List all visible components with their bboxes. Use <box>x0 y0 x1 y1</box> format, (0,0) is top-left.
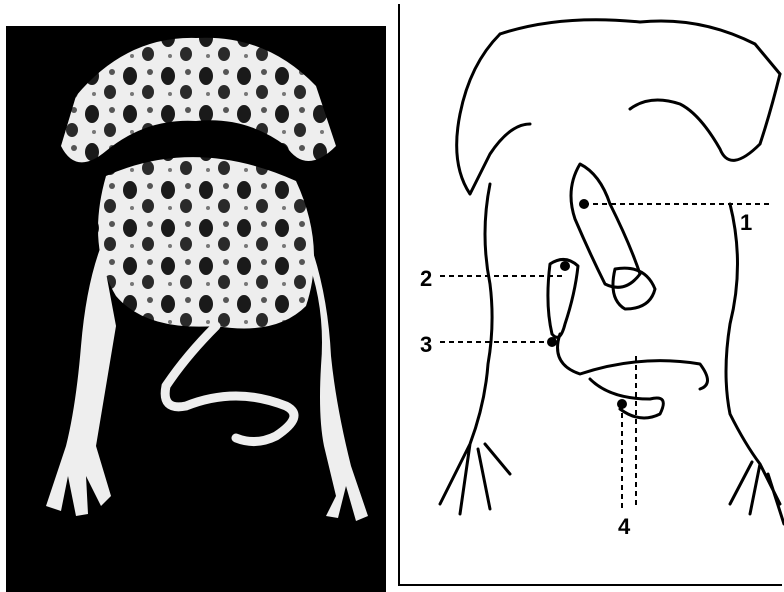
drawing-organ-2 <box>548 259 578 337</box>
drawing-left-leg <box>440 184 510 514</box>
callout-label-1: 1 <box>740 210 752 235</box>
photo-body <box>98 157 314 328</box>
drawing-tail-loop <box>558 334 708 418</box>
callout-label-3: 3 <box>420 332 432 357</box>
callout-label-4: 4 <box>618 514 631 539</box>
photo-left-leg <box>46 246 116 516</box>
drawing-head-outline <box>500 20 780 74</box>
callout-label-2: 2 <box>420 266 432 291</box>
marker-dot-2 <box>560 261 570 271</box>
specimen-line-drawing: 1 2 3 4 <box>398 4 782 586</box>
specimen-photograph <box>6 26 386 592</box>
photograph-rendering <box>6 26 386 592</box>
drawing-right-leg <box>726 204 784 524</box>
drawing-left-flap <box>457 34 530 194</box>
photo-right-leg <box>306 246 368 521</box>
photo-head-region <box>61 38 336 163</box>
line-drawing-rendering: 1 2 3 4 <box>400 4 784 586</box>
drawing-right-flap <box>630 74 780 160</box>
photo-tail-structure <box>165 326 294 442</box>
